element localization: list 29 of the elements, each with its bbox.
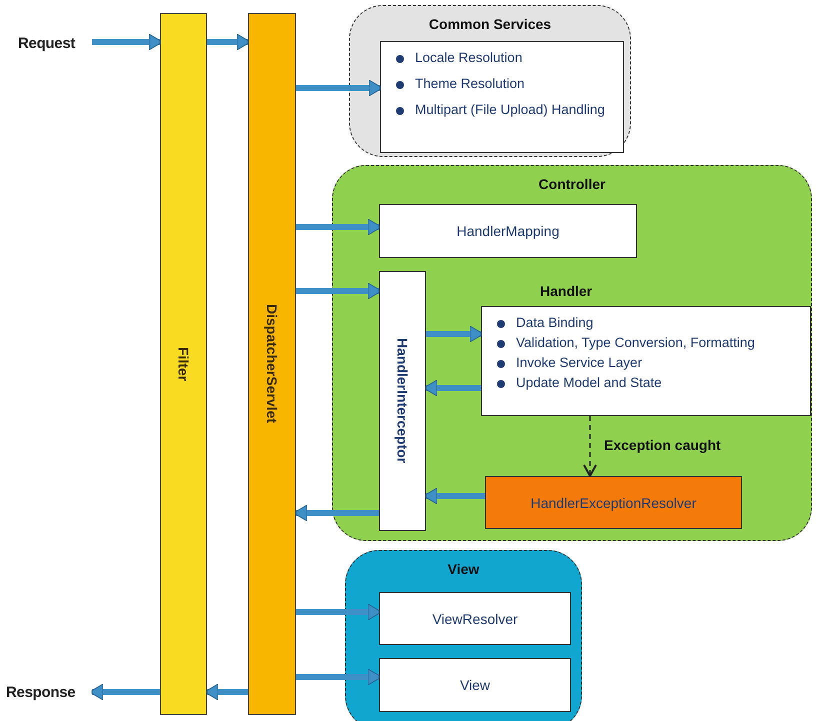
component-bar	[248, 13, 296, 715]
group-panel	[332, 165, 812, 541]
component-box	[379, 271, 426, 531]
edge-label: Exception caught	[602, 437, 723, 453]
list-item: Multipart (File Upload) Handling	[393, 102, 615, 117]
group-title: Controller	[538, 176, 606, 192]
list-item: Locale Resolution	[393, 50, 615, 65]
list-item: Data Binding	[494, 315, 802, 330]
io-label: Response	[6, 681, 92, 703]
component-box: HandlerExceptionResolver	[485, 476, 742, 529]
io-label: Request	[18, 32, 92, 54]
list-item: Theme Resolution	[393, 76, 615, 91]
group-title: Common Services	[428, 16, 552, 32]
group-panel	[345, 550, 582, 721]
component-box: ViewResolver	[379, 592, 571, 645]
box-heading: Handler	[540, 283, 592, 299]
component-box: HandlerMapping	[379, 204, 637, 258]
group-panel	[349, 5, 631, 157]
box-label: HandlerInterceptor	[394, 338, 410, 464]
list-box	[380, 41, 624, 153]
bar-label: DispatcherServlet	[264, 304, 280, 424]
component-box: View	[379, 658, 571, 712]
arrow	[583, 416, 597, 477]
list-item: Validation, Type Conversion, Formatting	[494, 335, 802, 350]
component-bar	[160, 13, 207, 715]
bar-label: Filter	[176, 346, 192, 382]
group-title: View	[446, 561, 480, 577]
list-item: Invoke Service Layer	[494, 355, 802, 370]
list-item: Update Model and State	[494, 375, 802, 390]
